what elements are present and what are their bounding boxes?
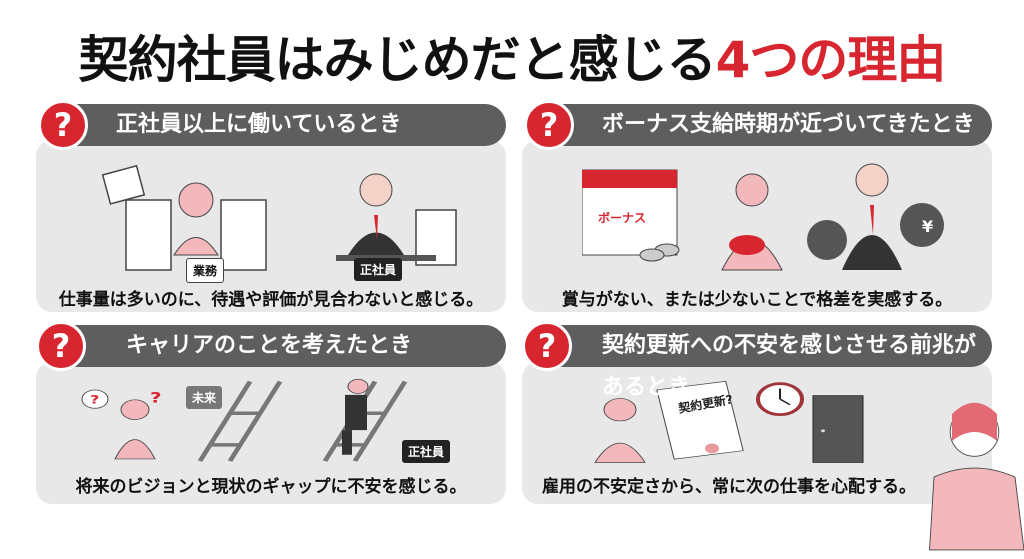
svg-text:?: ? [150, 390, 162, 406]
reason-caption: 賞与がない、または少ないことで格差を実感する。 [561, 290, 953, 310]
reason-heading-3: キャリアのことを考えたとき [56, 325, 506, 367]
worried-woman-icon [594, 398, 646, 463]
broken-ladder-icon [197, 380, 283, 462]
climbing-man-icon [342, 379, 369, 455]
label-tag: 正社員 [354, 258, 403, 281]
contract-document-icon [656, 380, 744, 460]
anxious-woman-icon [929, 402, 1024, 551]
label-tag: ボーナス [592, 206, 653, 229]
heading-text: 正社員以上に働いているとき [116, 112, 402, 137]
reason-caption: 仕事量は多いのに、待遇や評価が見合わないと感じる。 [58, 290, 484, 310]
thinking-woman-icon: ?? [81, 389, 162, 460]
reason-caption: 雇用の不安定さから、常に次の仕事を心配する。 [542, 477, 916, 497]
title-accent: 4つの理由 [715, 31, 947, 89]
reason-panel-3: 将来のビジョンと現状のギャップに不安を感じる。 [36, 362, 506, 504]
reason-heading-4: 契約更新への不安を感じさせる前兆があるとき [542, 325, 992, 400]
coins-icon [639, 243, 680, 262]
relaxed-man-icon [348, 173, 404, 255]
yen-label: ¥ [922, 217, 934, 236]
label-tag: 未来 [186, 386, 223, 409]
anxious-woman-illustration [929, 402, 1024, 551]
svg-text:?: ? [90, 394, 99, 407]
label-tag: 正社員 [402, 440, 451, 463]
reason-panel-2: 賞与がない、または少ないことで格差を実感する。 ボーナス ¥ [522, 140, 992, 312]
question-icon: ? [522, 321, 572, 371]
paper-stacks-icon [101, 164, 457, 271]
career-illustration: ?? [81, 379, 408, 462]
clock-icon [756, 382, 804, 417]
bonus-illustration [582, 163, 944, 271]
question-icon: ? [524, 100, 574, 150]
reason-caption: 将来のビジョンと現状のギャップに不安を感じる。 [75, 477, 467, 497]
reason-panel-1: 仕事量は多いのに、待遇や評価が見合わないと感じる。 業務 正社員 [36, 140, 506, 312]
door-icon [812, 395, 864, 463]
reason-heading-2: ボーナス支給時期が近づいてきたとき [542, 104, 992, 146]
stressed-woman-icon [173, 182, 219, 256]
page-title: 契約社員はみじめだと感じる4つの理由 [0, 20, 1024, 92]
title-main: 契約社員はみじめだと感じる [78, 31, 717, 89]
heading-text: 契約更新への不安を感じさせる前兆があるとき [602, 333, 977, 400]
reason-heading-1: 正社員以上に働いているとき [56, 104, 506, 146]
contract-illustration [594, 380, 864, 463]
money-bag-icon [807, 203, 944, 260]
label-tag: 業務 [186, 258, 225, 283]
heading-text: ボーナス支給時期が近づいてきたとき [602, 112, 975, 137]
overwork-illustration [101, 164, 457, 271]
heading-text: キャリアのことを考えたとき [126, 333, 413, 358]
worried-woman-icon [721, 173, 783, 271]
reason-panel-4: 雇用の不安定さから、常に次の仕事を心配する。 [522, 362, 992, 504]
question-icon: ? [38, 100, 88, 150]
question-icon: ? [36, 321, 86, 371]
businessman-icon [842, 163, 902, 270]
